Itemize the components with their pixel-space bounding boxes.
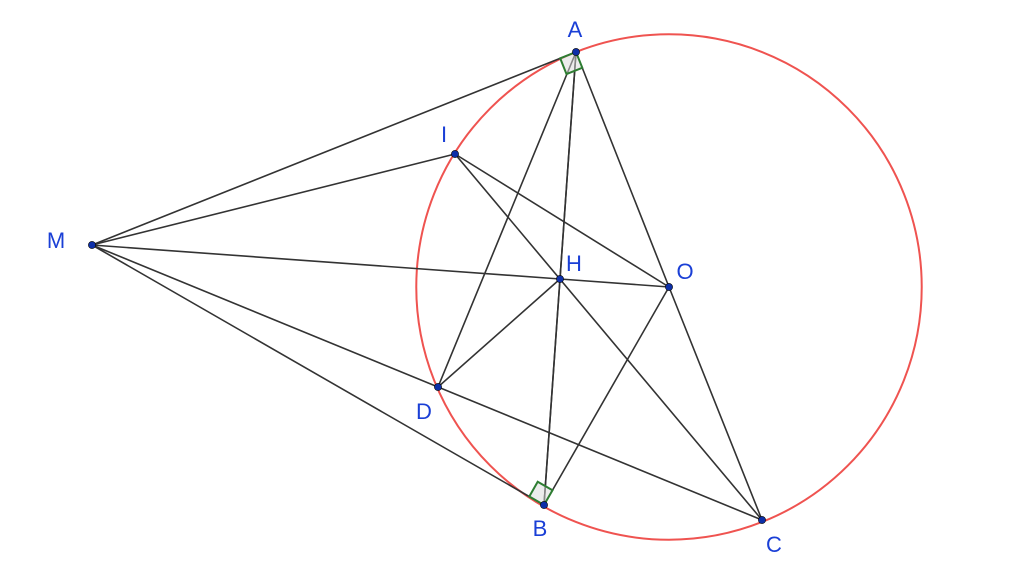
point-C [758, 516, 766, 524]
right-angle-marker-B [527, 480, 554, 507]
label-C: C [766, 532, 782, 557]
segment-MA [91, 51, 577, 246]
segment-AD [437, 51, 577, 388]
segment-MH [91, 244, 561, 280]
point-O [665, 283, 673, 291]
circle-center-O [415, 33, 923, 541]
label-D: D [416, 399, 432, 424]
segment-MI [91, 153, 456, 246]
label-H: H [566, 251, 582, 276]
point-A [572, 48, 580, 56]
label-O: O [676, 259, 693, 284]
label-A: A [568, 17, 583, 42]
right-angle-marker-A [558, 50, 584, 76]
point-H [556, 275, 564, 283]
point-B [540, 501, 548, 509]
point-I [451, 150, 459, 158]
label-I: I [441, 122, 447, 147]
segment-HO [559, 278, 670, 288]
point-M [88, 241, 96, 249]
segment-MB [91, 244, 545, 506]
segment-OC [668, 286, 763, 521]
segment-IO [454, 153, 670, 288]
segment-AO [575, 51, 670, 288]
point-D [434, 383, 442, 391]
segment-DC [437, 386, 763, 521]
segment-BH [543, 278, 561, 506]
label-B: B [533, 516, 548, 541]
label-M: M [47, 228, 65, 253]
segment-IC [454, 153, 763, 521]
segment-HD [437, 278, 561, 388]
segment-OB [543, 286, 670, 506]
segment-MD [91, 244, 439, 388]
